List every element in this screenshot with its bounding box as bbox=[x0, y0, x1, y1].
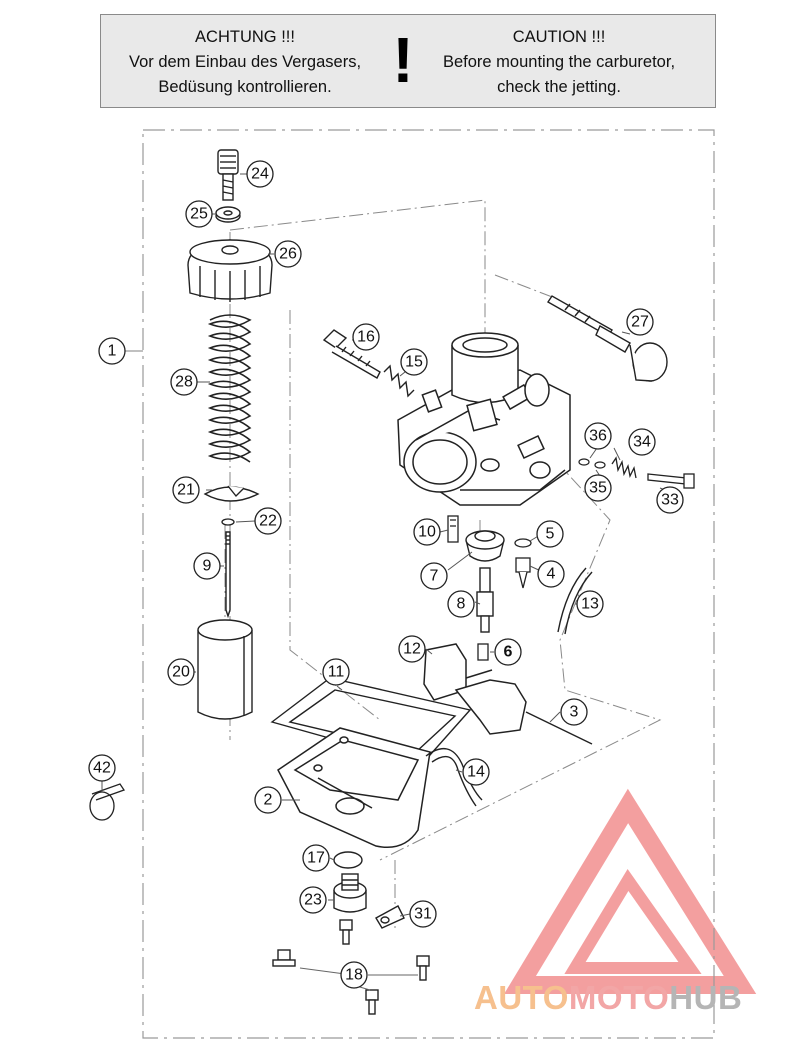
part-16-throttle-stop-screw bbox=[322, 329, 381, 379]
part-26-top-cap bbox=[187, 239, 273, 302]
diagram-frame bbox=[125, 129, 715, 1039]
callout-label: 26 bbox=[279, 246, 297, 263]
part-28-slide-spring bbox=[207, 314, 252, 463]
warning-german-line: Vor dem Einbau des Vergasers, bbox=[128, 53, 362, 71]
callout-label: 12 bbox=[403, 641, 421, 658]
callout-label: 25 bbox=[190, 206, 208, 223]
warning-german-line: Bedüsung kontrollieren. bbox=[158, 78, 332, 96]
part-42-cable-tie bbox=[89, 783, 126, 821]
part-7-needle-jet-holder bbox=[465, 530, 505, 562]
callout-label: 5 bbox=[546, 526, 555, 543]
callout-label: 4 bbox=[547, 566, 556, 583]
warning-german-line: ACHTUNG !!! bbox=[195, 28, 295, 46]
callout-label: 31 bbox=[414, 906, 432, 923]
callout-label: 36 bbox=[589, 428, 607, 445]
callout-label: 13 bbox=[581, 596, 599, 613]
callout-label: 22 bbox=[259, 513, 277, 530]
callout-label: 2 bbox=[264, 792, 273, 809]
callout-label: 20 bbox=[172, 664, 190, 681]
part-9-jet-needle bbox=[225, 531, 231, 619]
part-21-needle-clip-plate bbox=[203, 485, 260, 502]
callout-label: 8 bbox=[457, 596, 466, 613]
part-2-float-bowl bbox=[277, 727, 431, 848]
callout-label: 27 bbox=[631, 314, 649, 331]
warning-english-line: check the jetting. bbox=[497, 78, 621, 96]
part-23-drain-plug bbox=[333, 873, 367, 913]
part-15-stop-screw-spring bbox=[383, 364, 415, 398]
part-12-float bbox=[423, 643, 527, 735]
callout-label: 21 bbox=[177, 482, 195, 499]
warning-english-line: Before mounting the carburetor, bbox=[442, 53, 676, 71]
watermark-text: AUTOMOTOHUB bbox=[474, 976, 794, 1020]
part-5-o-ring bbox=[514, 538, 532, 548]
part-3-float-pin bbox=[525, 711, 593, 745]
part-25-nut bbox=[215, 206, 241, 223]
part-20-throttle-slide bbox=[197, 619, 253, 720]
part-17-o-ring bbox=[333, 851, 363, 869]
callout-label: 3 bbox=[570, 704, 579, 721]
callout-label: 33 bbox=[661, 492, 679, 509]
callout-label: 11 bbox=[328, 664, 345, 681]
callout-label: 17 bbox=[307, 850, 325, 867]
part-4-float-needle bbox=[515, 557, 531, 589]
part-8-needle-jet bbox=[476, 567, 494, 633]
callout-circles bbox=[88, 160, 684, 989]
callout-label: 18 bbox=[345, 967, 363, 984]
callout-label: 23 bbox=[304, 892, 322, 909]
callout-label: 24 bbox=[251, 166, 269, 183]
callout-label: 6 bbox=[504, 644, 513, 661]
callout-label: 34 bbox=[633, 434, 651, 451]
assembly-guide-lines bbox=[224, 199, 662, 930]
watermark-part: HUB bbox=[669, 979, 743, 1016]
callout-label: 1 bbox=[108, 343, 117, 360]
part-13-hose bbox=[557, 567, 593, 635]
part-31-bracket bbox=[375, 905, 405, 929]
watermark-part: AUTO bbox=[474, 979, 569, 1016]
warning-german: ACHTUNG !!! Vor dem Einbau des Vergasers… bbox=[105, 25, 385, 100]
watermark-logo-icon bbox=[504, 788, 757, 994]
part-34-spring bbox=[611, 456, 637, 479]
part-35-o-ring bbox=[594, 461, 606, 469]
part-10-pilot-jet bbox=[447, 515, 459, 543]
callout-label: 15 bbox=[405, 354, 423, 371]
exclamation-icon: ! bbox=[392, 24, 414, 96]
watermark-part: MOTO bbox=[568, 979, 670, 1016]
callout-label: 14 bbox=[467, 764, 485, 781]
callout-label: 35 bbox=[589, 480, 607, 497]
callout-label: 7 bbox=[430, 568, 439, 585]
part-24-adjuster-screw bbox=[217, 149, 239, 201]
warning-english-line: CAUTION !!! bbox=[512, 28, 606, 46]
part-18-screws bbox=[272, 919, 430, 1015]
callout-labels: 1 2 3 4 5 6 7 8 9 10 11 12 13 14 15 16 1… bbox=[93, 166, 679, 984]
part-36-washer bbox=[578, 458, 590, 466]
warning-english: CAUTION !!! Before mounting the carburet… bbox=[419, 25, 699, 100]
part-22-needle-clip bbox=[221, 518, 235, 526]
callout-label: 9 bbox=[203, 558, 212, 575]
part-33-air-screw bbox=[647, 473, 695, 489]
part-27-choke-plunger bbox=[547, 295, 668, 382]
callout-label: 28 bbox=[175, 374, 193, 391]
carburetor-body bbox=[397, 332, 571, 506]
callout-label: 10 bbox=[418, 524, 436, 541]
callout-label: 16 bbox=[357, 329, 375, 346]
callout-label: 42 bbox=[93, 760, 111, 777]
warning-box: ACHTUNG !!! Vor dem Einbau des Vergasers… bbox=[100, 14, 716, 108]
part-14-overflow-hose bbox=[425, 747, 483, 807]
part-6-main-jet bbox=[477, 643, 489, 661]
